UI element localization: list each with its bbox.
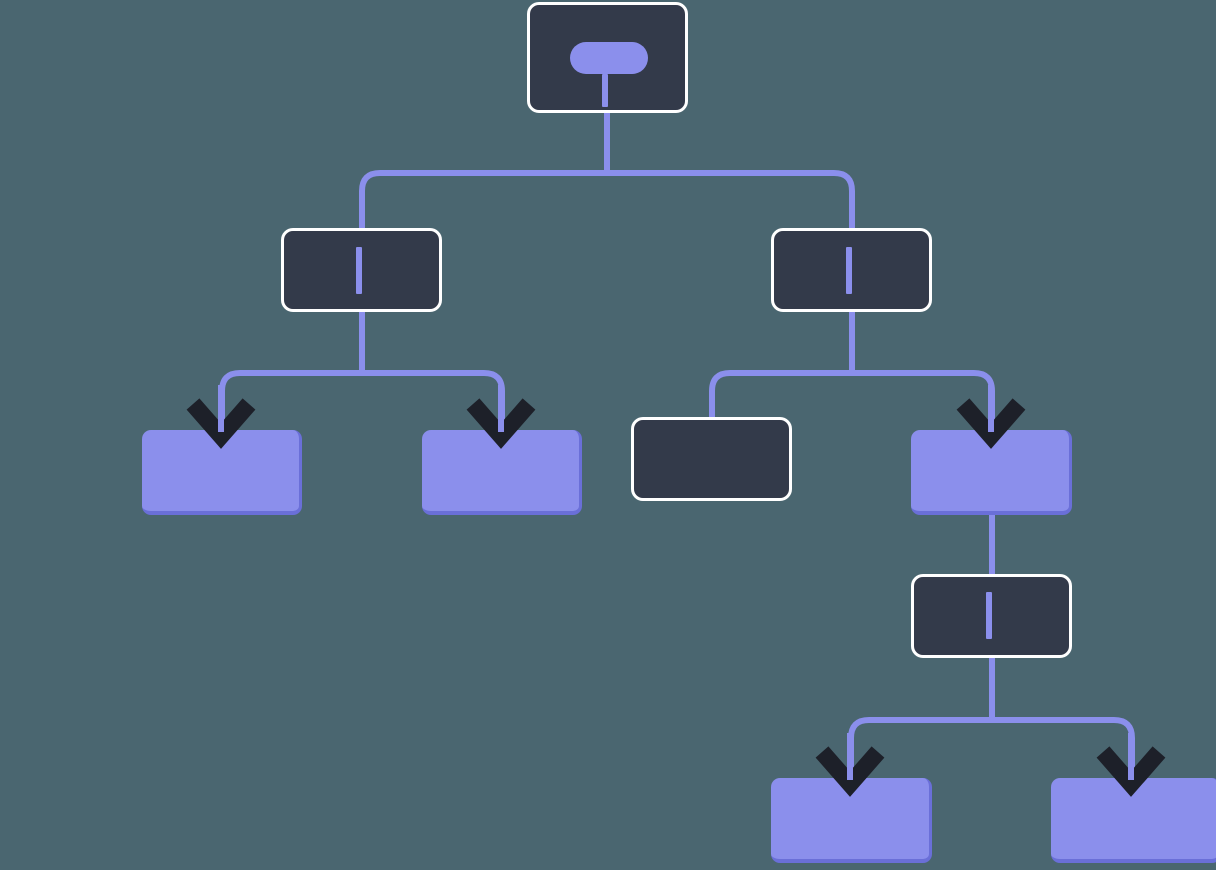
node-n2[interactable] (771, 228, 932, 312)
node-n9[interactable] (1051, 778, 1216, 863)
node-through-line (846, 247, 852, 294)
node-n8[interactable] (771, 778, 932, 863)
node-through-line (356, 247, 362, 294)
node-n4[interactable] (422, 430, 582, 515)
node-n0[interactable] (527, 2, 688, 113)
node-pill-marker (570, 42, 648, 74)
node-n3[interactable] (142, 430, 302, 515)
node-n5[interactable] (631, 417, 792, 501)
node-through-line (986, 592, 992, 639)
node-n1[interactable] (281, 228, 442, 312)
root-pill-stem (602, 74, 608, 107)
node-n6[interactable] (911, 430, 1072, 515)
node-n7[interactable] (911, 574, 1072, 658)
